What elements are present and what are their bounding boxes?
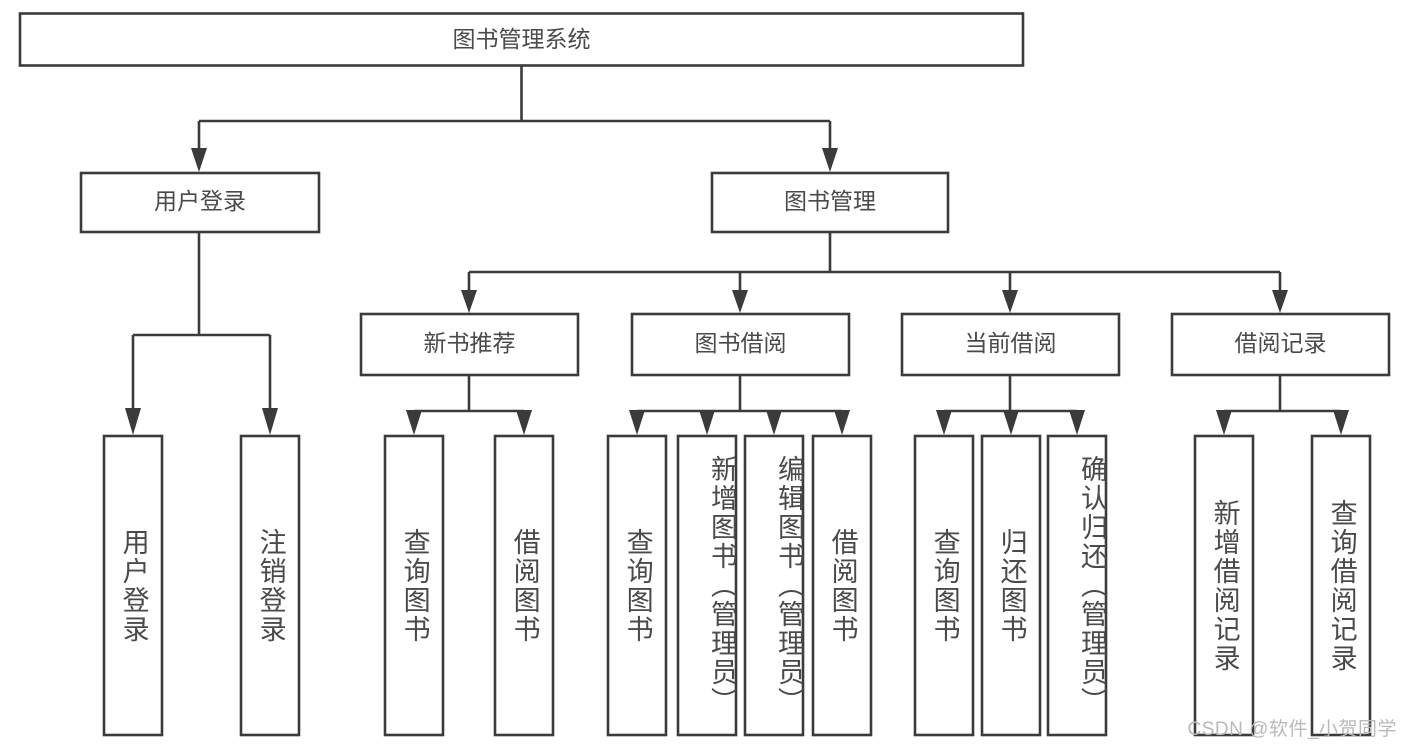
node-leaf-query-book-1[interactable] [383, 434, 445, 737]
arrow-to-current-borrow-icon [1002, 290, 1018, 313]
node-leaf-return-book[interactable] [980, 434, 1042, 737]
label-current-borrow: 当前借阅 [965, 330, 1057, 356]
arrow-leaf-query-record-icon [1333, 410, 1349, 435]
arrow-leaf-confirm-return-icon [1069, 410, 1085, 435]
node-leaf-logout[interactable] [239, 434, 301, 737]
arrow-leaf-query-book-1-icon [406, 410, 422, 435]
watermark-text: CSDN @软件_小贺同学 [1187, 719, 1397, 740]
node-leaf-query-record[interactable] [1310, 434, 1372, 737]
label-leaf-query-book-1: 查询图书 [399, 527, 430, 644]
connector-group [125, 65, 1349, 435]
node-leaf-query-book-3[interactable] [913, 434, 975, 737]
node-leaf-borrow-book-2[interactable] [811, 434, 873, 737]
arrow-to-book-management-icon [822, 148, 838, 172]
node-leaf-confirm-return[interactable] [1046, 434, 1108, 737]
label-book-management: 图书管理 [784, 188, 876, 214]
label-leaf-return-book: 归还图书 [996, 527, 1027, 644]
arrow-leaf-borrow-book-2-icon [834, 410, 850, 435]
node-user-login[interactable] [79, 171, 321, 234]
arrow-leaf-add-book-icon [699, 410, 715, 435]
arrow-to-book-borrow-icon [732, 290, 748, 313]
label-leaf-edit-book: 编辑图书（管理员） [774, 455, 804, 716]
arrow-leaf-query-book-2-icon [629, 410, 645, 435]
node-book-management[interactable] [710, 171, 950, 234]
node-box-group [18, 12, 1391, 737]
node-leaf-add-book[interactable] [676, 434, 738, 737]
label-leaf-add-record: 新增借阅记录 [1209, 498, 1240, 673]
label-leaf-user-login: 用户登录 [118, 527, 149, 644]
label-borrow-record: 借阅记录 [1235, 330, 1327, 356]
arrow-leaf-query-book-3-icon [936, 410, 952, 435]
arrow-to-borrow-record-icon [1272, 290, 1288, 313]
label-leaf-logout: 注销登录 [255, 527, 286, 644]
node-leaf-borrow-book-1[interactable] [493, 434, 555, 737]
node-label-group: 图书管理系统 用户登录 图书管理 新书推荐 图书借阅 当前借阅 借阅记录 [154, 26, 1327, 356]
node-leaf-user-login[interactable] [102, 434, 164, 737]
arrow-leaf-borrow-book-1-icon [516, 410, 532, 435]
label-leaf-confirm-return: 确认归还（管理员） [1077, 455, 1107, 716]
arrow-leaf-return-book-icon [1003, 410, 1019, 435]
node-leaf-edit-book[interactable] [743, 434, 805, 737]
label-leaf-borrow-book-2: 借阅图书 [827, 527, 858, 644]
node-new-book-recommend[interactable] [359, 312, 580, 377]
label-leaf-query-book-3: 查询图书 [929, 527, 960, 644]
node-root[interactable] [18, 12, 1025, 67]
arrow-leaf-logout-icon [262, 408, 278, 435]
arrow-leaf-add-record-icon [1216, 410, 1232, 435]
label-leaf-add-book: 新增图书（管理员） [707, 455, 737, 716]
node-leaf-add-record[interactable] [1193, 434, 1255, 737]
arrow-to-new-book-icon [461, 290, 477, 313]
label-user-login: 用户登录 [154, 188, 246, 214]
arrow-leaf-edit-book-icon [766, 410, 782, 435]
label-book-borrow: 图书借阅 [695, 330, 787, 356]
node-current-borrow[interactable] [900, 312, 1121, 377]
label-leaf-borrow-book-1: 借阅图书 [509, 527, 540, 644]
node-book-borrow[interactable] [630, 312, 851, 377]
label-leaf-query-record: 查询借阅记录 [1326, 498, 1357, 673]
label-leaf-query-book-2: 查询图书 [622, 527, 653, 644]
arrow-leaf-user-login-icon [125, 408, 141, 435]
label-new-book-recommend: 新书推荐 [424, 330, 516, 356]
arrow-to-user-login-icon [191, 148, 207, 172]
label-root: 图书管理系统 [453, 26, 591, 52]
node-borrow-record[interactable] [1170, 312, 1391, 377]
node-leaf-query-book-2[interactable] [606, 434, 668, 737]
